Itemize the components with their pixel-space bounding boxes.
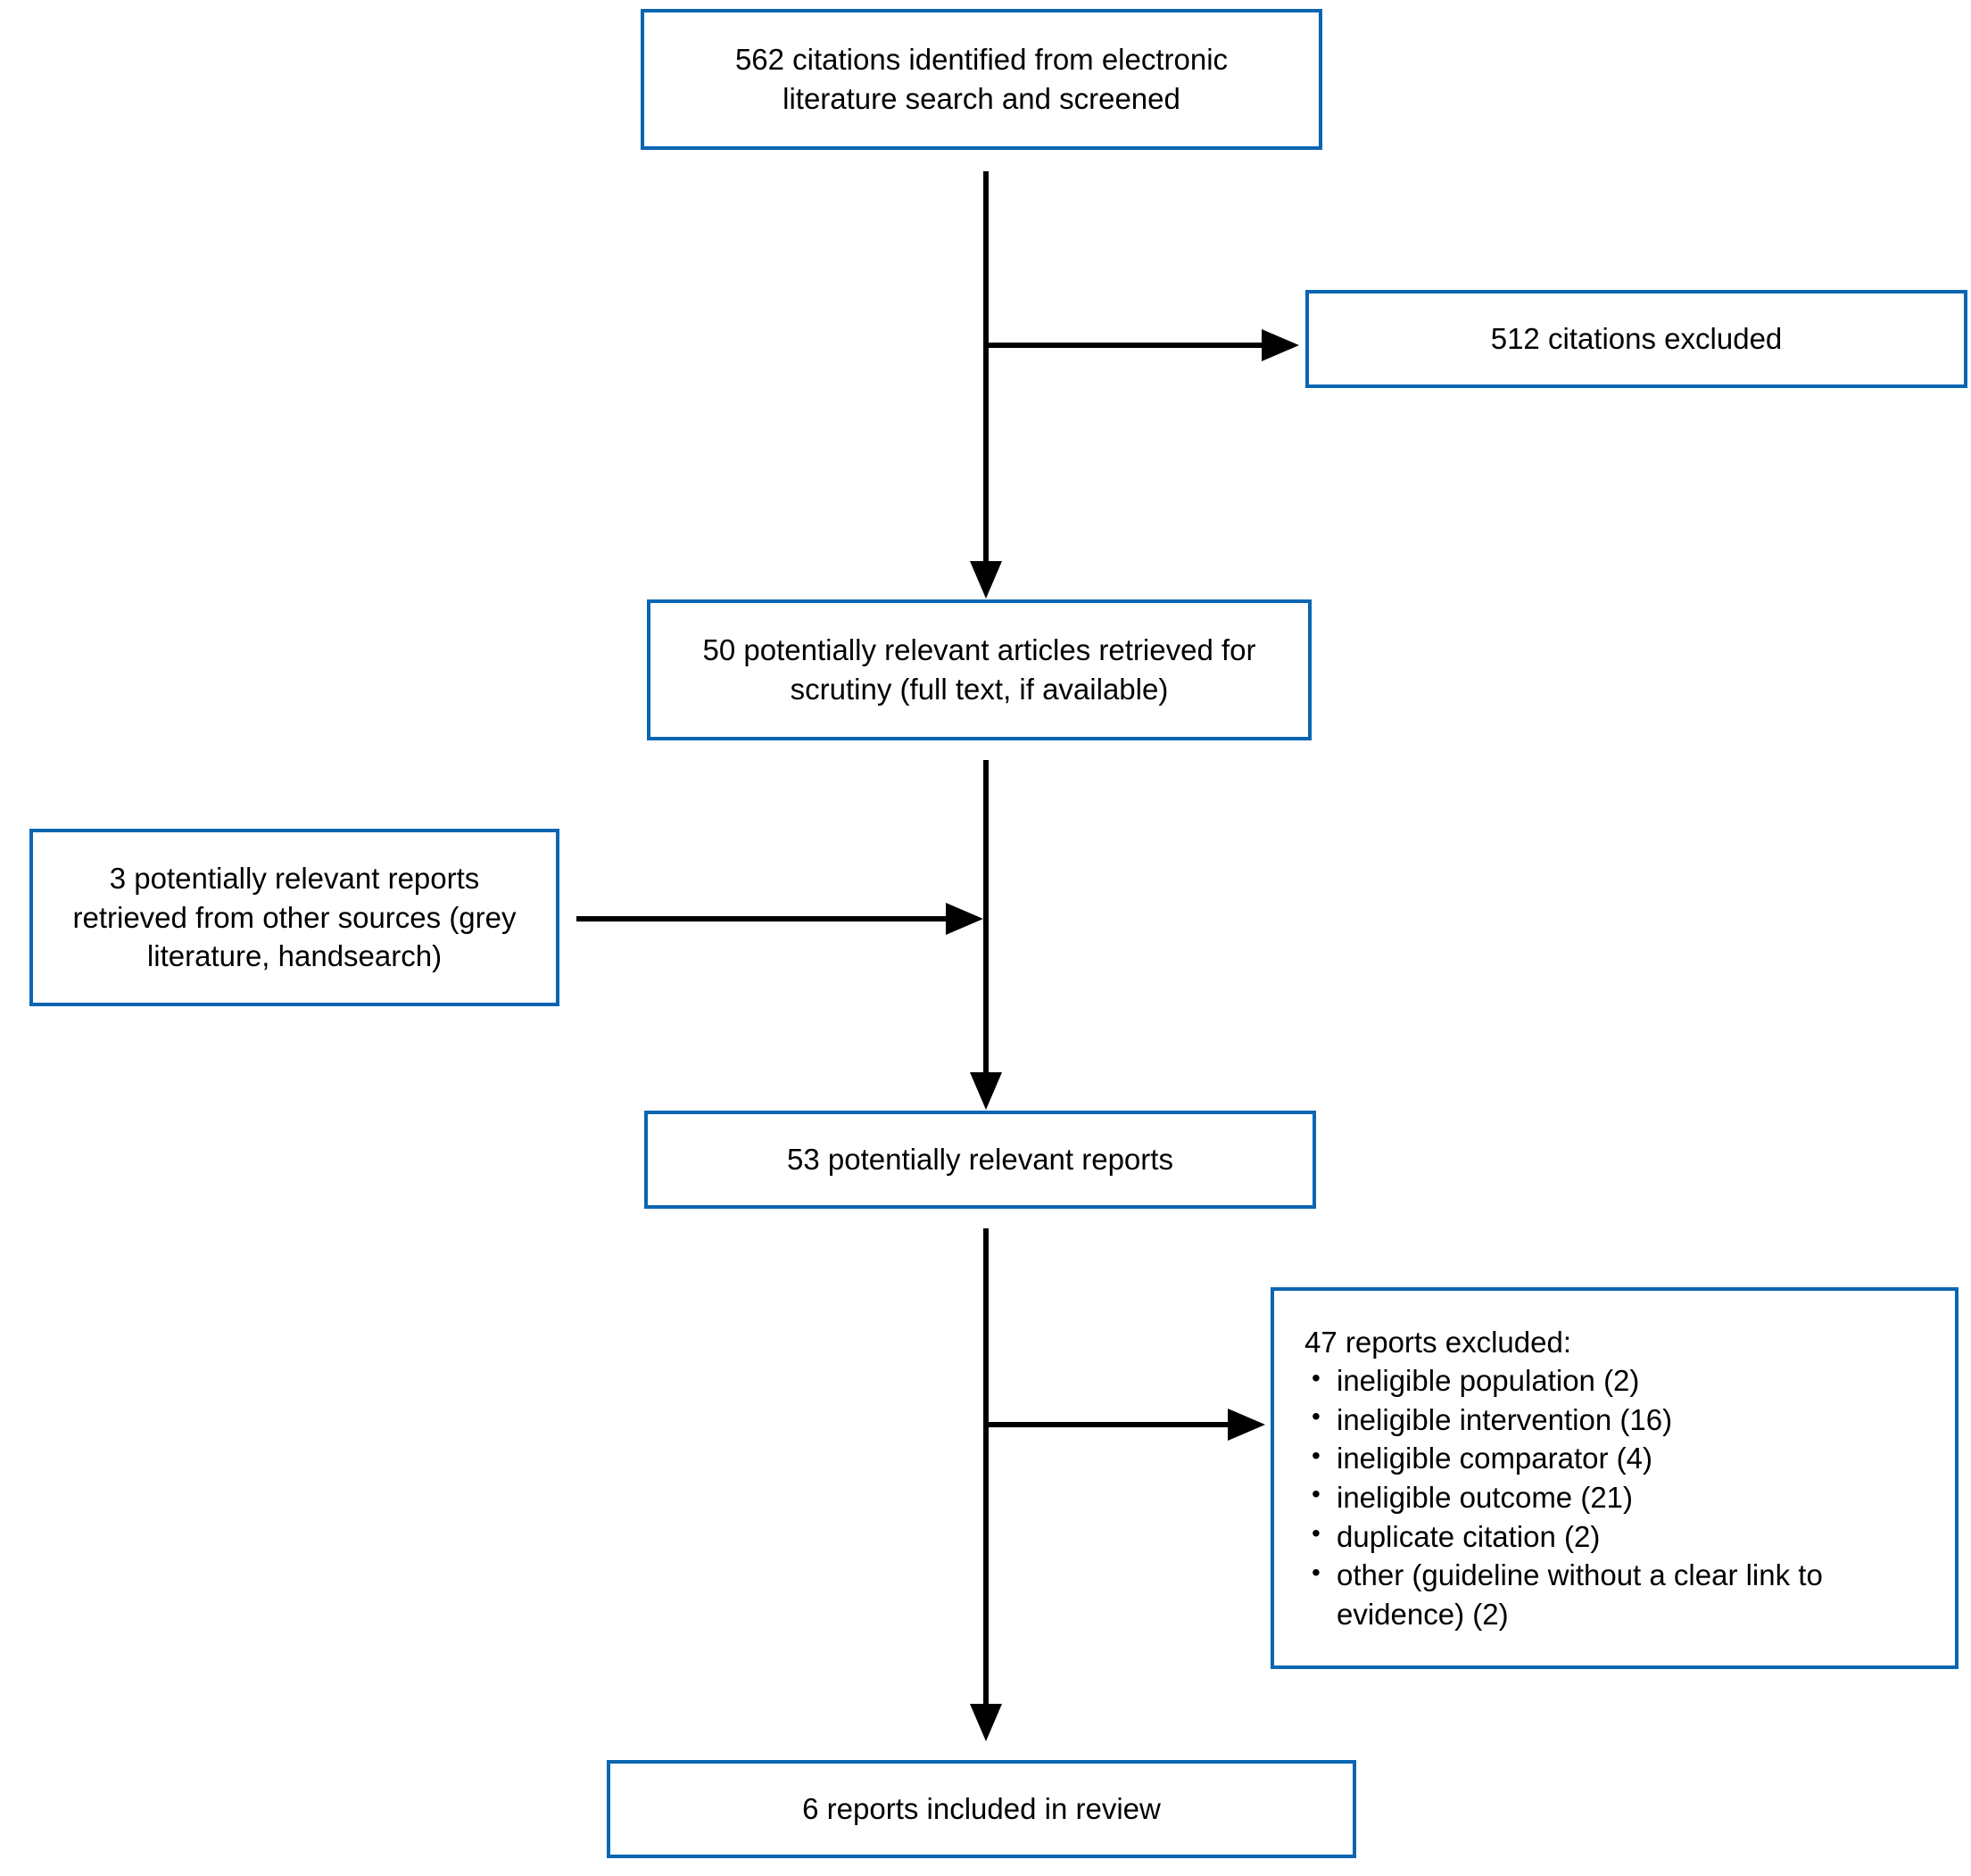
exclusion-reason-item: ineligible intervention (16) (1304, 1400, 1919, 1440)
node-other-sources-text: 3 potentially relevant reports retrieved… (72, 862, 517, 973)
exclusion-reason-item: ineligible outcome (21) (1304, 1477, 1919, 1517)
node-articles-retrieved: 50 potentially relevant articles retriev… (647, 599, 1312, 740)
node-citations-excluded-text: 512 citations excluded (1490, 322, 1783, 356)
node-reports-included-text: 6 reports included in review (802, 1792, 1161, 1826)
node-citations-excluded: 512 citations excluded (1305, 290, 1967, 388)
node-potentially-relevant-reports: 53 potentially relevant reports (644, 1111, 1316, 1209)
exclusion-reason-item: duplicate citation (2) (1304, 1517, 1919, 1557)
node-reports-included: 6 reports included in review (607, 1760, 1356, 1858)
exclusion-reasons-list: ineligible population (2) ineligible int… (1304, 1361, 1919, 1633)
exclusion-reason-item: ineligible comparator (4) (1304, 1439, 1919, 1478)
node-citations-identified-text: 562 citations identified from electronic… (734, 43, 1229, 115)
exclusion-reason-item: other (guideline without a clear link to… (1304, 1556, 1919, 1633)
node-other-sources: 3 potentially relevant reports retrieved… (29, 829, 559, 1006)
exclusion-reason-item: ineligible population (2) (1304, 1361, 1919, 1401)
node-citations-identified: 562 citations identified from electronic… (641, 9, 1322, 150)
node-potentially-relevant-text: 53 potentially relevant reports (787, 1143, 1173, 1177)
node-articles-retrieved-text: 50 potentially relevant articles retriev… (702, 633, 1256, 706)
reports-excluded-heading: 47 reports excluded: (1304, 1325, 1572, 1359)
node-reports-excluded: 47 reports excluded: ineligible populati… (1271, 1287, 1959, 1669)
